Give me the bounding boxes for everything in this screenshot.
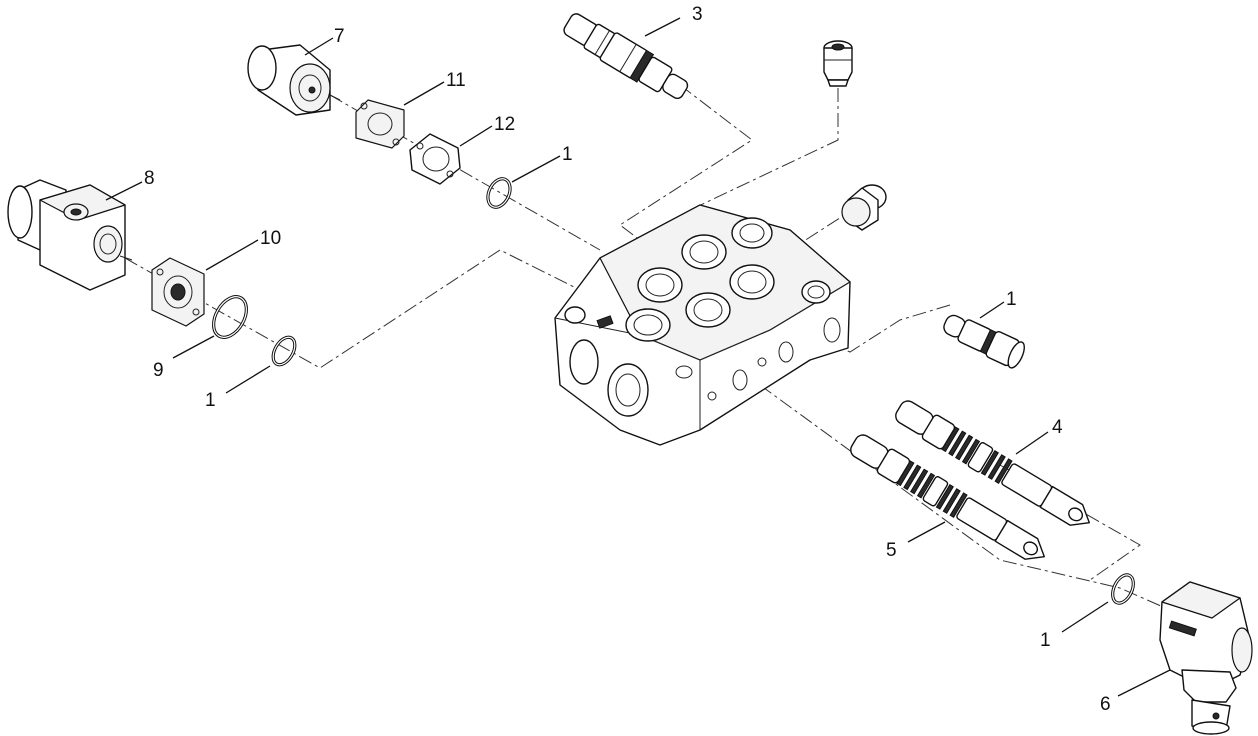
callout-10: 10 <box>260 228 281 249</box>
part-11-flange-plate <box>355 99 405 149</box>
callout-1-bottom: 1 <box>1040 630 1051 651</box>
spool-4-spring <box>941 426 1013 485</box>
check-valve-right <box>943 314 1025 369</box>
callout-4: 4 <box>1052 417 1063 438</box>
main-valve-body <box>554 204 851 446</box>
part-3-cartridge-valve <box>563 13 689 100</box>
spool-5-spring <box>896 460 968 519</box>
callout-8: 8 <box>144 168 155 189</box>
part-4-spool <box>895 400 1090 526</box>
part-8-solenoid-valve <box>7 179 133 291</box>
callout-7: 7 <box>334 26 345 47</box>
callout-11: 11 <box>446 70 466 91</box>
part-10-flange <box>151 257 205 327</box>
plug-near-block <box>841 184 887 231</box>
part-5-spool <box>850 434 1045 560</box>
callout-9: 9 <box>153 360 164 381</box>
callout-1-top: 1 <box>562 144 573 165</box>
part-6-actuator-housing <box>1159 581 1253 735</box>
callout-6: 6 <box>1100 694 1111 715</box>
callouts: 3 7 11 12 1 8 10 9 1 1 4 5 1 6 <box>105 4 1171 715</box>
part-1-oring-left <box>271 335 297 367</box>
callout-1-left: 1 <box>205 390 216 411</box>
part-1-oring-top <box>486 177 512 209</box>
part-1-oring-bottom <box>1111 573 1135 605</box>
part-7-solenoid-coil <box>247 44 341 116</box>
callout-5: 5 <box>886 540 897 561</box>
callout-12: 12 <box>494 114 515 135</box>
part-9-oring <box>212 295 248 339</box>
callout-3: 3 <box>692 4 703 25</box>
part-12-gasket <box>409 133 461 185</box>
callout-1-right: 1 <box>1006 289 1017 310</box>
plug-top-right <box>823 40 853 87</box>
